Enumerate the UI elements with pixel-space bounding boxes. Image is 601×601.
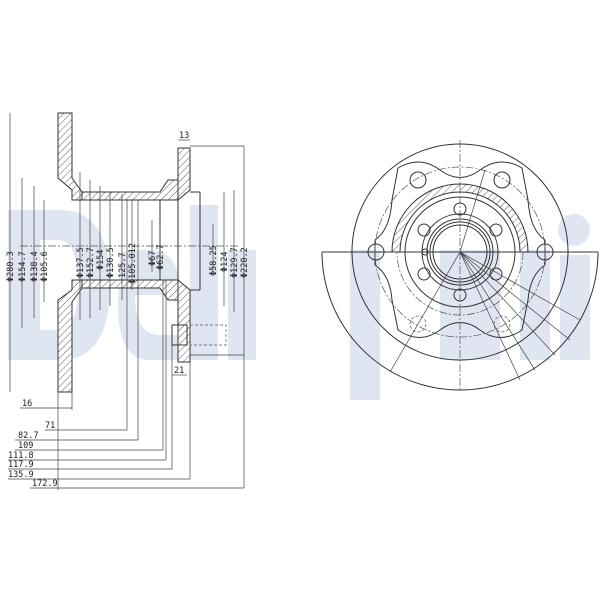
side-section-view: Φ280.3 Φ154.7 Φ138.4 Φ105.6 Φ137.5 Φ152.… xyxy=(6,112,250,490)
dim-220-2: Φ220.2 xyxy=(240,247,250,278)
dim-62-7: Φ62.7 xyxy=(156,244,166,270)
front-view xyxy=(321,140,599,391)
dim-67: Φ67 xyxy=(148,251,158,266)
dim-135-9: 135.9 xyxy=(8,470,34,480)
dim-137-5: Φ137.5 xyxy=(76,247,86,278)
delphi-watermark xyxy=(8,205,590,400)
dim-21: 21 xyxy=(174,366,184,376)
dim-58-25: Φ58.25 xyxy=(209,245,219,276)
dim-152-7: Φ152.7 xyxy=(86,247,96,278)
dim-125-7: 125.7 xyxy=(118,252,128,278)
dim-109: 109 xyxy=(18,441,33,451)
dim-124: Φ124 xyxy=(220,252,230,272)
dim-154-7: Φ154.7 xyxy=(18,251,28,282)
dim-172-9: 172.9 xyxy=(32,479,58,489)
dim-82-7: 82.7 xyxy=(18,431,38,441)
inner-bolt-holes xyxy=(417,202,503,302)
dim-129-7: Φ129.7 xyxy=(230,247,240,278)
dim-105-012: Φ105.012 xyxy=(128,243,138,284)
dim-117-9: 117.9 xyxy=(8,460,34,470)
dim-105-6: Φ105.6 xyxy=(40,251,50,282)
dim-111-8: 111.8 xyxy=(8,451,34,461)
outer-bolt-holes xyxy=(367,171,554,333)
dim-13: 13 xyxy=(179,131,189,141)
dim-280-3: Φ280.3 xyxy=(6,251,16,282)
dim-71: 71 xyxy=(45,421,55,431)
dim-154: Φ154 xyxy=(96,250,106,270)
dim-130-5: Φ130.5 xyxy=(106,247,116,278)
dim-16: 16 xyxy=(22,399,32,409)
dim-138-4: Φ138.4 xyxy=(30,251,40,282)
